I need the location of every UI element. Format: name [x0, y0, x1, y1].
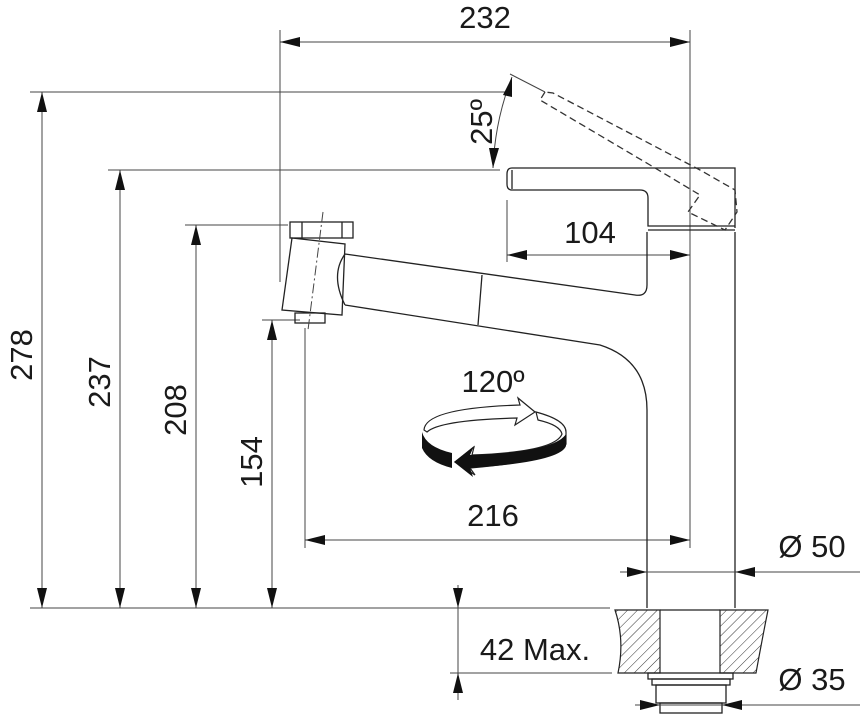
- label-42-max: 42 Max.: [480, 632, 590, 667]
- label-25-degrees: 25º: [464, 99, 499, 145]
- dimension-spout-reach: 216: [305, 498, 690, 545]
- dimension-lever-height: 237: [82, 170, 125, 608]
- dimension-lever-tilt: 25º: [464, 73, 546, 169]
- dimension-max-counter-thickness: 42 Max.: [453, 585, 590, 700]
- label-diameter-50: Ø 50: [778, 529, 845, 564]
- extension-lines: [30, 30, 691, 674]
- label-104: 104: [564, 215, 616, 250]
- label-237: 237: [82, 356, 117, 408]
- dimension-spout-outlet-height: 154: [234, 320, 277, 608]
- dimension-body-diameter: Ø 50: [620, 529, 860, 577]
- label-154: 154: [234, 436, 269, 488]
- countertop-section: [614, 609, 769, 714]
- label-120-degrees: 120º: [461, 364, 524, 399]
- dimension-total-height: 278: [4, 92, 47, 608]
- swivel-rotation-icon: 120º: [422, 364, 567, 477]
- label-208: 208: [158, 384, 193, 436]
- label-diameter-35: Ø 35: [778, 662, 845, 697]
- dimension-lever-length: 104: [507, 215, 690, 260]
- dimension-thread-diameter: Ø 35: [635, 662, 860, 710]
- label-216: 216: [467, 498, 519, 533]
- label-278: 278: [4, 329, 39, 381]
- faucet-body: [281, 91, 738, 608]
- dimension-spout-top-height: 208: [158, 225, 201, 608]
- dimension-total-width: 232: [280, 0, 690, 47]
- label-232: 232: [459, 0, 511, 35]
